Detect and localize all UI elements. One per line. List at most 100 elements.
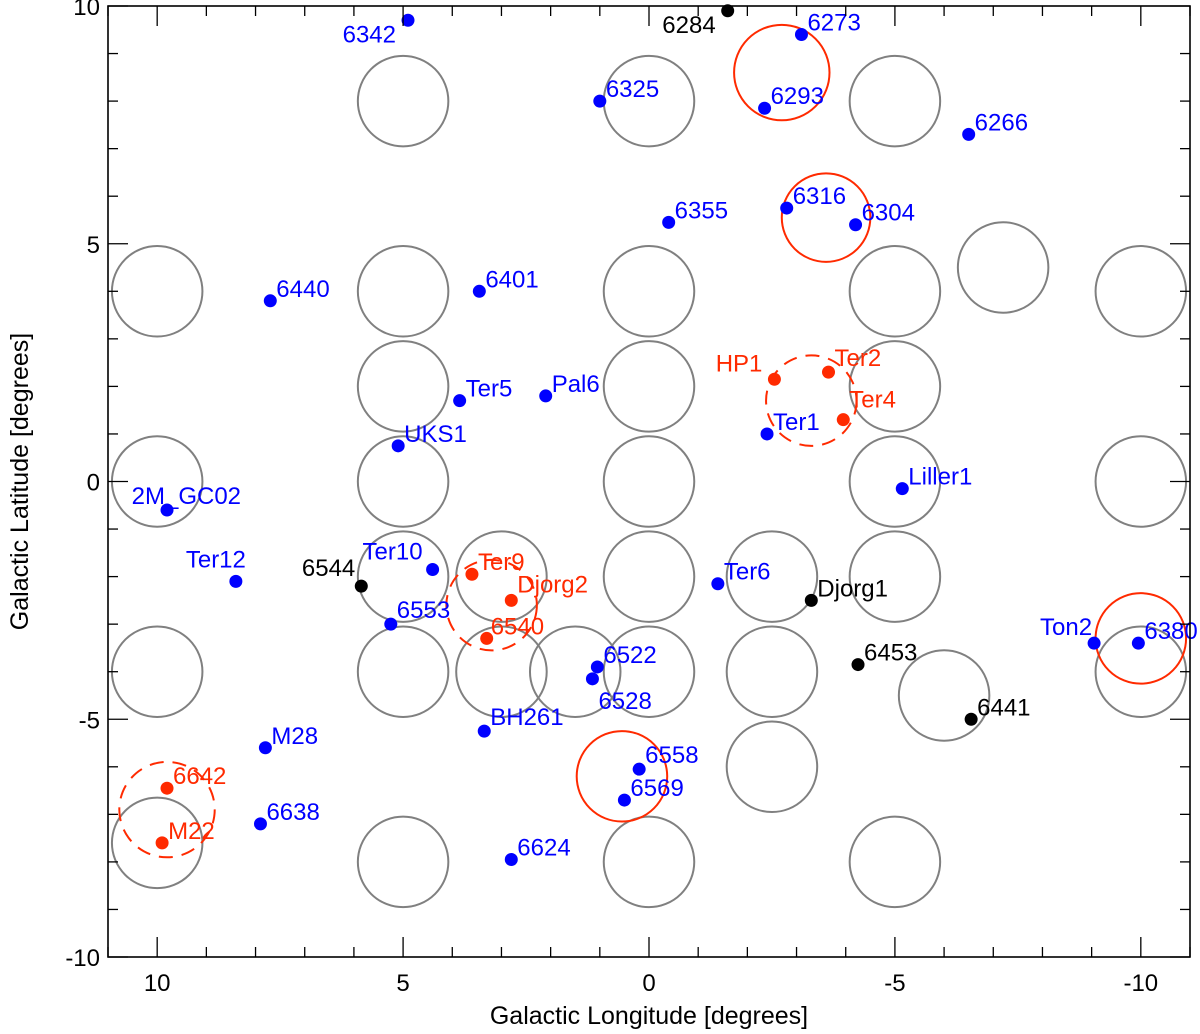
cluster-label: 6553	[397, 597, 450, 624]
cluster-point	[721, 4, 735, 18]
cluster-label: M28	[271, 723, 318, 750]
cluster-label: 6325	[606, 76, 659, 103]
field-circle	[848, 815, 942, 909]
cluster-point	[590, 660, 604, 674]
x-tick-label: 0	[642, 970, 655, 997]
y-tick-label: 5	[87, 232, 100, 259]
cluster-point	[426, 562, 440, 576]
field-circle	[602, 625, 696, 718]
field-circle	[528, 625, 622, 718]
field-circle	[602, 245, 696, 338]
cluster-point	[465, 567, 479, 581]
cluster-point	[354, 579, 368, 593]
cluster-label: 6558	[645, 742, 698, 769]
cluster-label: Ter2	[835, 345, 882, 372]
field-circle	[848, 340, 942, 433]
cluster-point	[851, 658, 865, 672]
cluster-point	[662, 215, 676, 229]
cluster-point	[767, 372, 781, 386]
field-circle	[725, 625, 819, 718]
cluster-point	[504, 593, 518, 607]
field-circle	[725, 530, 819, 623]
cluster-point	[780, 201, 794, 215]
cluster-label: Ter5	[466, 376, 513, 403]
field-circle	[455, 625, 548, 718]
field-circle	[848, 435, 942, 528]
cluster-label: 6528	[598, 688, 651, 715]
x-tick-label: 5	[396, 970, 409, 997]
cluster-point	[401, 13, 415, 27]
cluster-point	[504, 853, 518, 867]
cluster-label: 6569	[630, 775, 683, 802]
cluster-label: 6401	[485, 266, 538, 293]
dashed-highlight-circle	[118, 760, 216, 859]
cluster-label: 6273	[807, 10, 860, 37]
cluster-label: Djorg2	[517, 571, 588, 598]
axis-ticks	[107, 5, 1191, 958]
field-circle	[602, 815, 696, 909]
y-tick-label: -10	[65, 945, 100, 972]
cluster-point	[895, 482, 909, 496]
field-circle	[110, 245, 204, 338]
cluster-label: HP1	[716, 350, 763, 377]
cluster-label: Ter12	[186, 546, 246, 573]
cluster-label: Ter9	[478, 549, 525, 576]
cluster-point	[472, 284, 486, 298]
y-tick-label: 0	[87, 470, 100, 497]
cluster-point	[964, 712, 978, 726]
x-tick-label: -10	[1123, 970, 1158, 997]
cluster-point	[758, 101, 772, 115]
field-circle	[602, 340, 696, 433]
field-circle	[356, 815, 450, 909]
cluster-point	[253, 817, 267, 831]
cluster-label: 6544	[302, 555, 355, 582]
cluster-label: 6638	[266, 799, 319, 826]
cluster-label: BH261	[490, 704, 563, 731]
cluster-label: 6380	[1144, 618, 1197, 645]
cluster-label: Ter6	[724, 559, 771, 586]
cluster-label: Ter10	[363, 538, 423, 565]
cluster-label: 6293	[771, 83, 824, 110]
x-axis-title: Galactic Longitude [degrees]	[490, 1002, 808, 1030]
field-circle	[356, 54, 450, 148]
field-circle	[897, 649, 991, 742]
cluster-point	[632, 762, 646, 776]
cluster-label: 6624	[517, 835, 570, 862]
dashed-highlight-circle	[445, 558, 538, 652]
cluster-label: M22	[168, 818, 215, 845]
highlight-circle	[575, 730, 669, 823]
field-circle	[110, 625, 204, 718]
field-circle	[848, 530, 942, 623]
cluster-point	[822, 365, 836, 379]
cluster-label: 6266	[975, 109, 1028, 136]
cluster-label: 6453	[864, 640, 917, 667]
cluster-label: 6284	[662, 12, 715, 39]
cluster-point	[593, 94, 607, 108]
cluster-point	[836, 413, 850, 427]
cluster-point	[794, 28, 808, 42]
cluster-point	[391, 439, 405, 453]
field-circle	[356, 245, 450, 338]
cluster-point	[453, 394, 467, 408]
cluster-point	[849, 218, 863, 232]
cluster-label: Liller1	[908, 464, 972, 491]
field-circle	[356, 340, 450, 433]
cluster-label: Ter4	[849, 387, 896, 414]
cluster-label: 6642	[173, 763, 226, 790]
cluster-point	[160, 503, 174, 517]
cluster-point	[585, 672, 599, 686]
field-circle	[956, 221, 1050, 314]
dashed-highlight-circle	[765, 354, 858, 447]
cluster-point	[384, 617, 398, 631]
cluster-label: Ton2	[1040, 614, 1092, 641]
cluster-label: Pal6	[552, 371, 600, 398]
cluster-point	[962, 127, 976, 141]
cluster-label: 6304	[862, 200, 915, 227]
field-circle	[356, 625, 450, 718]
field-circle	[602, 435, 696, 528]
cluster-label: 6355	[675, 197, 728, 224]
cluster-point	[480, 631, 494, 645]
field-circle	[848, 54, 942, 148]
cluster-point	[760, 427, 774, 441]
